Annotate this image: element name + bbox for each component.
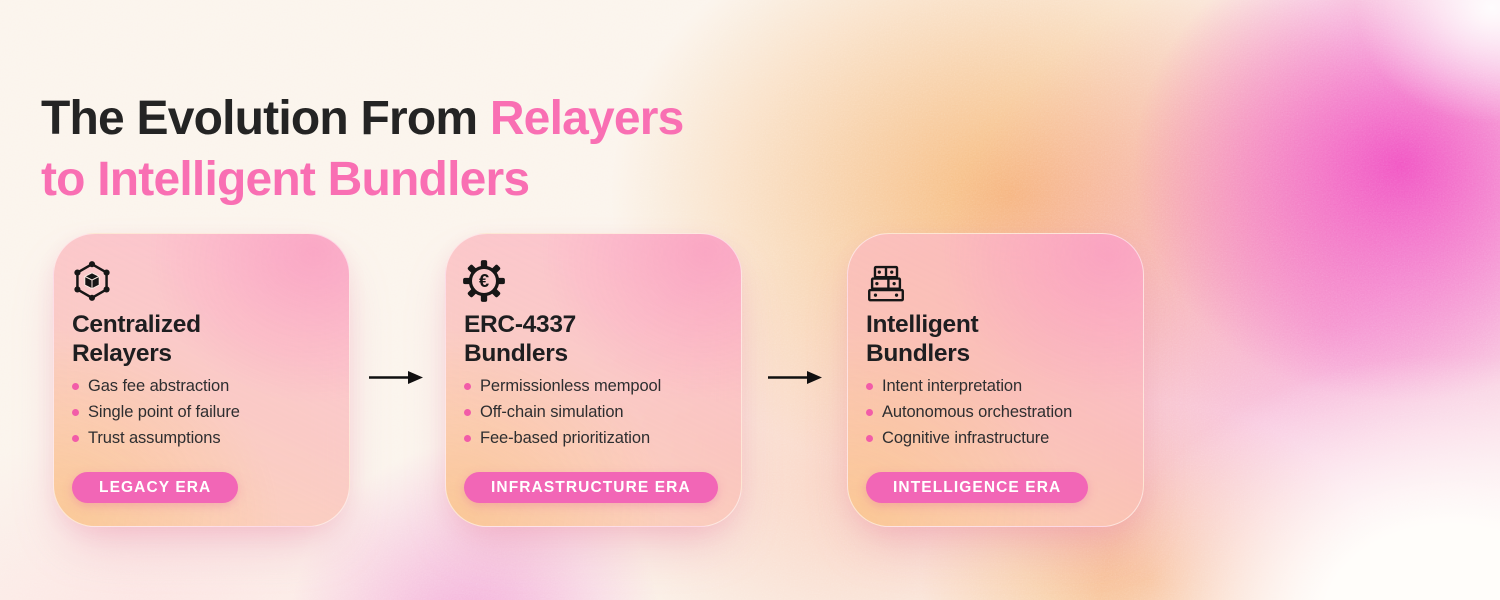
stacked-bundles-icon bbox=[863, 258, 909, 304]
card-title-line: Bundlers bbox=[866, 340, 970, 367]
list-item: Permissionless mempool bbox=[464, 378, 723, 395]
bullet-dot-icon bbox=[72, 409, 79, 416]
card-erc4337-bundlers: € ERC-4337 Bundlers Permissionless mempo… bbox=[445, 233, 742, 527]
title-line-1: The Evolution From Relayers bbox=[41, 88, 684, 149]
card-title: Intelligent Bundlers bbox=[866, 310, 1125, 368]
title-line-2: to Intelligent Bundlers bbox=[41, 153, 530, 207]
bullet-label: Gas fee abstraction bbox=[88, 377, 230, 395]
bullet-label: Autonomous orchestration bbox=[882, 403, 1073, 421]
card-intelligent-bundlers: Intelligent Bundlers Intent interpretati… bbox=[847, 233, 1144, 527]
network-cube-icon bbox=[69, 258, 115, 304]
bullet-list: Gas fee abstraction Single point of fail… bbox=[72, 378, 331, 447]
bullet-label: Off-chain simulation bbox=[480, 403, 624, 421]
card-title-line: Centralized bbox=[72, 311, 201, 338]
era-badge: LEGACY ERA bbox=[72, 472, 239, 503]
bullet-list: Intent interpretation Autonomous orchest… bbox=[866, 378, 1125, 447]
bullet-list: Permissionless mempool Off-chain simulat… bbox=[464, 378, 723, 447]
list-item: Off-chain simulation bbox=[464, 404, 723, 421]
list-item: Cognitive infrastructure bbox=[866, 430, 1125, 447]
arrow-right-icon bbox=[768, 369, 822, 386]
bullet-dot-icon bbox=[72, 383, 79, 390]
title-text-accent: Relayers bbox=[489, 92, 685, 146]
title-text-dark: The Evolution From bbox=[41, 92, 478, 146]
bullet-dot-icon bbox=[866, 435, 873, 442]
list-item: Gas fee abstraction bbox=[72, 378, 331, 395]
bullet-label: Permissionless mempool bbox=[480, 377, 662, 395]
bullet-dot-icon bbox=[464, 435, 471, 442]
arrow-right-icon bbox=[369, 369, 423, 386]
bullet-dot-icon bbox=[464, 383, 471, 390]
era-badge: INFRASTRUCTURE ERA bbox=[464, 472, 718, 503]
list-item: Single point of failure bbox=[72, 404, 331, 421]
card-title: ERC-4337 Bundlers bbox=[464, 310, 723, 368]
card-centralized-relayers: Centralized Relayers Gas fee abstraction… bbox=[53, 233, 350, 527]
list-item: Autonomous orchestration bbox=[866, 404, 1125, 421]
era-badge: INTELLIGENCE ERA bbox=[866, 472, 1089, 503]
euro-symbol: € bbox=[479, 271, 489, 291]
gear-euro-icon: € bbox=[461, 258, 507, 304]
list-item: Trust assumptions bbox=[72, 430, 331, 447]
card-title: Centralized Relayers bbox=[72, 310, 331, 368]
bullet-dot-icon bbox=[464, 409, 471, 416]
list-item: Fee-based prioritization bbox=[464, 430, 723, 447]
bullet-label: Fee-based prioritization bbox=[480, 429, 651, 447]
bullet-label: Trust assumptions bbox=[88, 429, 221, 447]
bullet-dot-icon bbox=[72, 435, 79, 442]
bullet-dot-icon bbox=[866, 409, 873, 416]
bullet-dot-icon bbox=[866, 383, 873, 390]
card-title-line: Bundlers bbox=[464, 340, 568, 367]
bullet-label: Intent interpretation bbox=[882, 377, 1023, 395]
bullet-label: Cognitive infrastructure bbox=[882, 429, 1050, 447]
page-title: The Evolution From Relayers to Intellige… bbox=[41, 88, 684, 210]
list-item: Intent interpretation bbox=[866, 378, 1125, 395]
card-title-line: Relayers bbox=[72, 340, 172, 367]
card-title-line: ERC-4337 bbox=[464, 311, 576, 338]
bullet-label: Single point of failure bbox=[88, 403, 240, 421]
card-title-line: Intelligent bbox=[866, 311, 979, 338]
